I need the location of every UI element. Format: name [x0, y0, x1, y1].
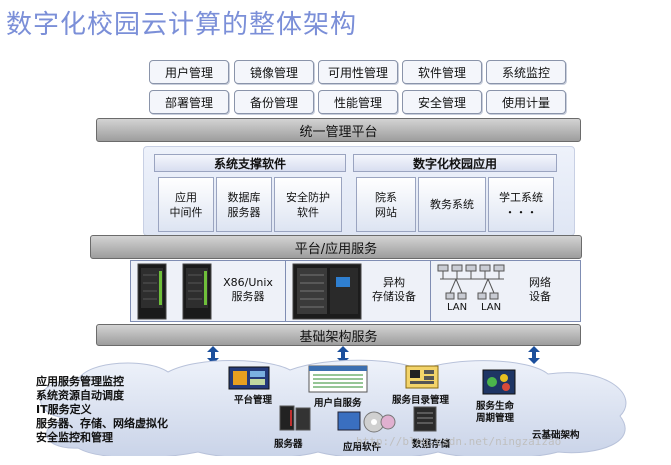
- cloud-capability-item: IT服务定义: [36, 403, 92, 416]
- data-storage-icon: [413, 406, 437, 432]
- resources-divider: [285, 260, 286, 322]
- layer-management-platform: 统一管理平台: [96, 118, 581, 142]
- server-icon: [279, 405, 311, 431]
- storage-array-icon: [292, 263, 362, 320]
- platform-management-label: 平台管理: [234, 395, 273, 406]
- layer-infrastructure-services: 基础架构服务: [96, 324, 581, 346]
- app-software-icon: [337, 411, 396, 433]
- module-performance-mgmt: 性能管理: [318, 90, 398, 114]
- cloud-capability-item: 服务器、存储、网络虚拟化: [36, 417, 168, 430]
- security-software-cell: 安全防护 软件: [274, 177, 342, 232]
- app-software-label: 应用软件: [343, 442, 382, 453]
- support-software-header: 系统支撑软件: [154, 154, 346, 172]
- double-arrow-icon: [207, 346, 219, 364]
- service-catalog-label: 服务目录管理: [392, 395, 450, 406]
- module-security-mgmt: 安全管理: [402, 90, 482, 114]
- lan-label: LAN: [446, 302, 468, 313]
- lifecycle-label: 服务生命 周期管理: [476, 401, 515, 424]
- double-arrow-icon: [528, 346, 540, 364]
- dept-website-cell: 院系 网站: [356, 177, 416, 232]
- cloud-shape: [40, 359, 627, 456]
- cloud-capability-list: 应用服务管理监控 系统资源自动调度 IT服务定义 服务器、存储、网络虚拟化 安全…: [36, 375, 168, 445]
- watermark: http://blog.csdn.net/ningzaizao: [356, 435, 562, 448]
- cloud-capability-item: 安全监控和管理: [36, 431, 113, 444]
- module-usage-metering: 使用计量: [486, 90, 566, 114]
- cloud-capability-item: 系统资源自动调度: [36, 389, 124, 402]
- module-image-mgmt: 镜像管理: [234, 60, 314, 84]
- service-catalog-icon: [405, 365, 439, 389]
- cloud-capability-item: 应用服务管理监控: [36, 375, 124, 388]
- student-affairs-cell: 学工系统 ・・・: [488, 177, 554, 232]
- network-switch-icon: [437, 264, 505, 300]
- lifecycle-icon: [482, 369, 516, 395]
- network-label: 网络 设备: [529, 276, 551, 303]
- user-self-service-icon: [308, 365, 368, 393]
- server-label: 服务器: [274, 439, 303, 450]
- user-self-service-label: 用户自服务: [314, 398, 362, 409]
- database-server-cell: 数据库 服务器: [216, 177, 272, 232]
- platform-management-icon: [228, 366, 270, 390]
- storage-label: 异构 存储设备: [372, 276, 416, 303]
- app-middleware-cell: 应用 中间件: [158, 177, 214, 232]
- layer-platform-services: 平台/应用服务: [90, 235, 582, 259]
- module-user-mgmt: 用户管理: [149, 60, 229, 84]
- page-title: 数字化校园云计算的整体架构: [6, 10, 358, 40]
- data-storage-label: 数据存储: [412, 439, 451, 450]
- academic-system-cell: 教务系统: [418, 177, 486, 232]
- campus-apps-header: 数字化校园应用: [353, 154, 557, 172]
- module-deploy-mgmt: 部署管理: [149, 90, 229, 114]
- server-rack-icon: [137, 263, 167, 320]
- module-backup-mgmt: 备份管理: [234, 90, 314, 114]
- module-system-monitor: 系统监控: [486, 60, 566, 84]
- servers-label: X86/Unix 服务器: [223, 276, 273, 303]
- lan-label: LAN: [480, 302, 502, 313]
- server-rack-icon: [182, 263, 212, 320]
- module-availability-mgmt: 可用性管理: [318, 60, 398, 84]
- module-software-mgmt: 软件管理: [402, 60, 482, 84]
- cloud-infra-label: 云基础架构: [532, 430, 580, 441]
- double-arrow-icon: [337, 346, 349, 364]
- resources-divider: [430, 260, 431, 322]
